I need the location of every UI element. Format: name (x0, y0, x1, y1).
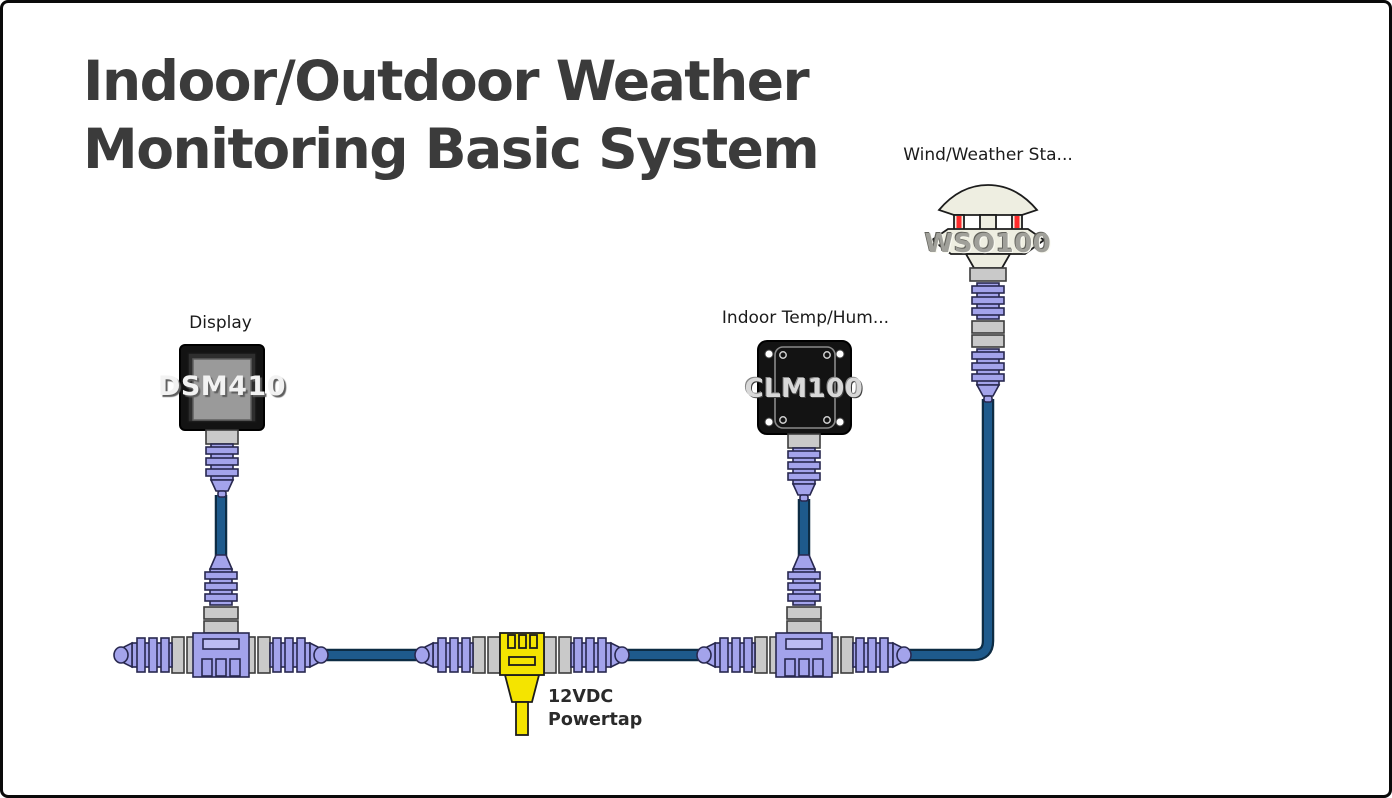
powertap-caption: 12VDC Powertap (548, 686, 642, 732)
display-caption: Display (189, 313, 252, 333)
wind-station-caption: Wind/Weather Sta... (903, 145, 1073, 165)
t-connector-right[interactable] (697, 555, 911, 677)
indoor-sensor-caption: Indoor Temp/Hum... (721, 308, 890, 328)
page-title-line2: Monitoring Basic System (83, 117, 820, 181)
indoor-sensor-clm100[interactable] (757, 340, 852, 501)
wind-sensor-wso100[interactable] (930, 184, 1046, 403)
wind-sensor-model-label: WSO100 (924, 229, 1052, 259)
weather-system-diagram (3, 184, 1046, 736)
indoor-sensor-model-label: CLM100 (744, 374, 864, 404)
display-device-dsm410[interactable] (179, 344, 265, 497)
powertap-caption-line2: Powertap (548, 710, 643, 730)
t-connector-left[interactable] (114, 555, 328, 677)
page-title-line1: Indoor/Outdoor Weather (83, 49, 810, 113)
display-model-label: DSM410 (157, 371, 287, 402)
powertap-12vdc[interactable] (414, 632, 630, 736)
powertap-caption-line1: 12VDC (548, 687, 614, 707)
cable-wind-station[interactable] (909, 399, 995, 662)
page-title: Indoor/Outdoor Weather Monitoring Basic … (83, 47, 820, 183)
